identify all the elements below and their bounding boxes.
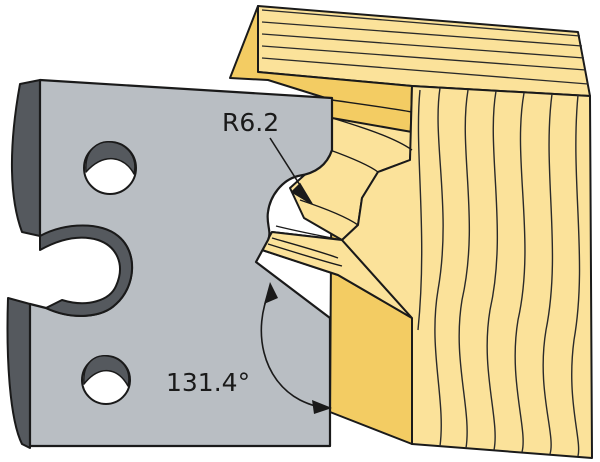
- radius-arrowhead: [290, 182, 313, 205]
- mounting-hole-lower: [81, 354, 131, 405]
- mounting-hole-upper: [83, 141, 137, 195]
- knife-edge-thickness-lower: [6, 297, 31, 449]
- cutter-knife: [6, 78, 334, 449]
- knife-edge-thickness: [10, 79, 41, 237]
- angle-label: 131.4°: [166, 368, 250, 397]
- angle-arrowhead-top: [264, 282, 278, 304]
- radius-label: R6.2: [222, 108, 279, 137]
- wood-grain-lines: [417, 87, 581, 457]
- knife-slot: [39, 224, 133, 317]
- radius-dimension: [269, 137, 313, 205]
- angle-arrowhead-bottom: [312, 400, 332, 414]
- wood-profile-lines: [267, 99, 413, 267]
- wood-top-grain: [261, 9, 589, 85]
